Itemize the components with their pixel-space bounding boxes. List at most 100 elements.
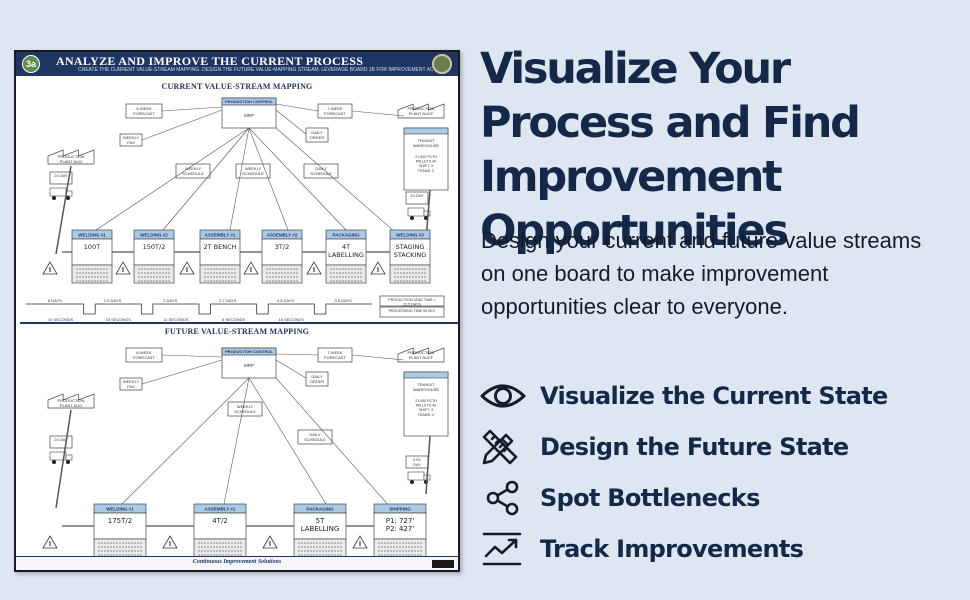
supplier-label: PLANT AUG	[60, 403, 82, 408]
info-flow-line	[141, 109, 223, 141]
process-box-value: 175T/2	[108, 517, 132, 525]
schedule-line	[162, 127, 250, 231]
feature-list: Visualize the Current State Design the F…	[480, 370, 960, 574]
schedule-line	[229, 127, 250, 231]
feature-item: Design the Future State	[480, 421, 960, 472]
customer-forecast-label: FORECAST	[324, 355, 346, 360]
board-number-badge: 3a	[22, 55, 40, 73]
timeline-seconds: 15 SECONDS	[106, 317, 132, 322]
inventory-triangle-mark: I	[269, 541, 271, 548]
feature-item: Track Improvements	[480, 523, 960, 574]
feature-item: Visualize the Current State	[480, 370, 960, 421]
lead-time-label: 22.5 DAYS	[403, 303, 421, 307]
material-flow-line	[425, 435, 431, 495]
daily-schedule-label: SCHEDULE	[310, 171, 332, 176]
inventory-triangle	[352, 535, 368, 549]
production-control-header	[221, 97, 277, 106]
customer-factory	[397, 347, 445, 363]
process-box-value: 150T/2	[143, 243, 166, 251]
feature-label: Spot Bottlenecks	[540, 483, 760, 512]
process-box-title: ASSEMBLY #2	[267, 233, 298, 238]
customer-label: PLANT AUCF	[409, 111, 434, 116]
daily-schedule-label: SCHEDULE	[304, 437, 326, 442]
supplier-label: PRODUCTION	[58, 398, 85, 403]
section-divider	[20, 322, 458, 324]
board-title: ANALYZE AND IMPROVE THE CURRENT PROCESS	[56, 54, 364, 68]
transit-label: WAREHOUSE	[413, 143, 439, 148]
transit-header	[403, 371, 449, 379]
weekly-fax-label: WEEKLY	[123, 379, 140, 384]
info-flow-line	[161, 354, 223, 358]
inbound-truck-wheel	[52, 196, 56, 200]
daily-schedule-box	[297, 429, 333, 445]
outbound-truck	[407, 471, 425, 481]
daily-order-box	[305, 127, 329, 143]
transit-detail: PALLETS 40	[416, 404, 437, 408]
weekly-fax-label: FAX	[127, 384, 135, 389]
supplier-factory	[47, 149, 95, 165]
process-box-title: PACKAGING	[332, 233, 360, 238]
inbound-ship-label: 2X DAY	[54, 438, 68, 442]
transit-detail: 21,000 PCTH	[415, 155, 437, 159]
process-box-data	[261, 264, 303, 284]
lead-paragraph: Design your current and future value str…	[481, 228, 922, 319]
forecast-label: 6-WEEK	[136, 350, 152, 355]
trend-chart-icon	[480, 529, 528, 569]
timeline-days: 6 DAYS	[48, 298, 62, 303]
inbound-truck	[49, 187, 67, 197]
outbound-truck	[407, 207, 425, 217]
production-control-title: PRODUCTION CONTROL	[225, 99, 273, 104]
inbound-ship-label: 2X DAY	[54, 174, 68, 178]
transit-label: TRANSIT	[417, 382, 435, 387]
inventory-triangle	[370, 261, 386, 275]
outbound-ship-label: 2X DAY	[410, 194, 424, 198]
weekly-schedule-label: SCHEDULE	[182, 171, 204, 176]
customer-forecast-label: FORECAST	[324, 111, 346, 116]
process-box-title: WELDING #1	[106, 507, 134, 512]
process-box-value: 4T	[342, 243, 350, 251]
process-box-title: ASSEMBLY #1	[205, 507, 236, 512]
transit-detail: SHIFT: 3	[419, 164, 433, 168]
process-box-title: WELDING #1	[78, 233, 106, 238]
supplier-label: PRODUCTION	[58, 154, 85, 159]
daily-order-label: ORDER	[310, 135, 325, 140]
weekly-schedule-box	[235, 163, 271, 179]
transit-header	[403, 127, 449, 135]
process-box-value: 5T	[316, 517, 325, 525]
pencil-ruler-icon	[480, 427, 528, 467]
weekly-fax-label: WEEKLY	[123, 135, 140, 140]
weekly-schedule-label: WEEKLY	[245, 166, 262, 171]
forecast-label: FORECAST	[133, 355, 155, 360]
outbound-ship-label: DAY	[413, 463, 421, 467]
process-box-body	[199, 238, 241, 266]
footer-logo-mark	[432, 560, 454, 568]
process-box-data	[325, 264, 367, 284]
processing-time-label: PROCESSING TIME 59 SEC	[389, 309, 436, 313]
process-box-value: 100T	[84, 243, 100, 251]
inventory-triangle-mark: I	[313, 267, 315, 274]
customer-factory	[397, 103, 445, 119]
weekly-schedule-label: SCHEDULE	[242, 171, 264, 176]
timeline-days: 2 DAYS	[163, 298, 177, 303]
process-box-value: 2T BENCH	[203, 243, 236, 251]
timeline-days: 4.5 DAYS	[277, 298, 295, 303]
inventory-triangle	[42, 261, 58, 275]
info-flow-line	[351, 354, 405, 361]
inventory-triangle	[243, 261, 259, 275]
timeline-days: 2.5 DAYS	[104, 298, 122, 303]
board-header: 3a ANALYZE AND IMPROVE THE CURRENT PROCE…	[16, 52, 458, 76]
daily-order-box	[305, 371, 329, 387]
footer-text: Continuous Improvement Solutions	[192, 559, 282, 565]
outbound-truck-cab	[423, 210, 431, 217]
process-box-title: WELDING #3	[396, 233, 424, 238]
feature-label: Design the Future State	[540, 432, 849, 461]
transit-label: WAREHOUSE	[413, 387, 439, 392]
info-flow-line	[161, 106, 223, 112]
current-map-title: CURRENT VALUE-STREAM MAPPING	[161, 82, 313, 91]
production-control-sub: MRP	[244, 363, 254, 368]
process-box-title: ASSEMBLY #1	[205, 233, 236, 238]
process-box-value: 4T/2	[212, 517, 228, 525]
process-box-body	[261, 238, 303, 266]
inventory-triangle	[42, 535, 58, 549]
